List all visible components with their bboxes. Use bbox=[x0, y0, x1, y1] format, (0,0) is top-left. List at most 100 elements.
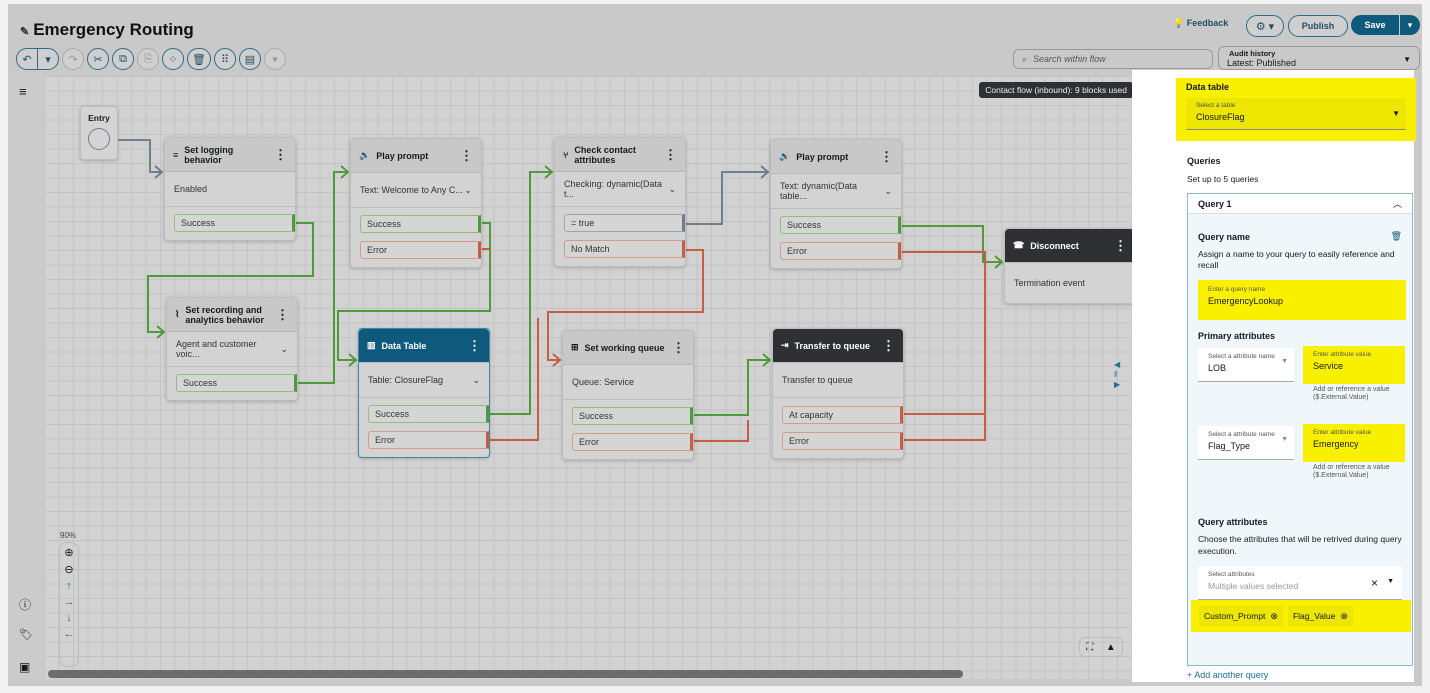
arrange-button[interactable]: ⁘ bbox=[162, 48, 184, 70]
redo-button[interactable]: ↷ bbox=[62, 48, 84, 70]
error-connector[interactable] bbox=[547, 249, 704, 361]
remove-token-icon[interactable]: ⊗ bbox=[1340, 610, 1348, 621]
success-connector[interactable] bbox=[147, 222, 314, 333]
block-header[interactable]: ⌇Set recording and analytics behavior⋮ bbox=[167, 298, 297, 332]
error-connector[interactable] bbox=[694, 420, 749, 442]
branch-error[interactable]: Error bbox=[360, 241, 481, 259]
pan-up-icon[interactable]: ↑ bbox=[66, 580, 72, 592]
select-attributes-multiselect[interactable]: Select attributes Multiple values select… bbox=[1198, 566, 1402, 600]
block-body[interactable]: Text: Welcome to Any C...⌄ bbox=[351, 173, 481, 208]
menu-icon[interactable]: ≡ bbox=[19, 84, 27, 99]
block-body[interactable]: Text: dynamic(Data table...⌄ bbox=[771, 174, 901, 209]
pan-down-icon[interactable]: ↓ bbox=[66, 612, 72, 624]
branch-error[interactable]: Error bbox=[780, 242, 901, 260]
remove-token-icon[interactable]: ⊗ bbox=[1270, 610, 1278, 621]
success-connector[interactable] bbox=[337, 222, 491, 361]
kebab-menu-icon[interactable]: ⋮ bbox=[664, 146, 677, 162]
select-all-button[interactable]: ⠿ bbox=[213, 48, 236, 70]
collapse-up-icon[interactable]: ▲ bbox=[1105, 641, 1116, 653]
settings-button[interactable]: ⚙ ▾ bbox=[1246, 15, 1284, 37]
branch-at-capacity[interactable]: At capacity bbox=[782, 406, 903, 424]
branch-error[interactable]: Error bbox=[368, 431, 489, 449]
set-recording-and-analytics-behavior-block[interactable]: ⌇Set recording and analytics behavior⋮Ag… bbox=[166, 297, 298, 401]
error-connector[interactable] bbox=[904, 414, 986, 441]
branch-success[interactable]: Success bbox=[572, 407, 693, 425]
save-dropdown[interactable]: ▾ bbox=[1400, 15, 1420, 35]
chevron-down-icon[interactable]: ⌄ bbox=[280, 343, 288, 354]
branch-success[interactable]: Success bbox=[176, 374, 297, 392]
branch-true[interactable]: = true bbox=[564, 214, 685, 232]
kebab-menu-icon[interactable]: ⋮ bbox=[276, 306, 289, 322]
block-body[interactable]: Queue: Service bbox=[563, 365, 693, 400]
kebab-menu-icon[interactable]: ⋮ bbox=[460, 147, 473, 163]
query-1-header[interactable]: Query 1︿ bbox=[1188, 194, 1412, 214]
kebab-menu-icon[interactable]: ⋮ bbox=[468, 337, 481, 353]
block-header[interactable]: ⊞Set working queue⋮ bbox=[563, 331, 693, 365]
kebab-menu-icon[interactable]: ⋮ bbox=[882, 337, 895, 353]
horizontal-scrollbar[interactable] bbox=[48, 670, 963, 678]
success-connector[interactable] bbox=[298, 171, 348, 384]
fit-screen-icon[interactable]: ⛶ bbox=[1086, 641, 1094, 653]
chevron-down-icon[interactable]: ⌄ bbox=[472, 374, 480, 385]
kebab-menu-icon[interactable]: ⋮ bbox=[672, 339, 685, 355]
undo-dropdown[interactable]: ▾ bbox=[37, 48, 59, 70]
paste-button[interactable]: ⎘ bbox=[137, 48, 159, 70]
chevron-down-icon[interactable]: ⌄ bbox=[668, 183, 676, 194]
block-header[interactable]: ▥Data Table⋮ bbox=[359, 329, 489, 363]
block-body[interactable]: Enabled bbox=[165, 172, 295, 207]
search-input[interactable]: ⌕Search within flow bbox=[1013, 49, 1213, 69]
neutral-connector[interactable] bbox=[686, 171, 768, 225]
error-connector[interactable] bbox=[902, 251, 986, 262]
block-header[interactable]: ⑂Check contact attributes⋮ bbox=[555, 138, 685, 172]
minimap-icon[interactable]: ▣ bbox=[19, 660, 31, 674]
edit-pencil-icon[interactable]: ✎ bbox=[20, 26, 30, 38]
chevron-down-icon[interactable]: ⌄ bbox=[464, 184, 472, 195]
error-connector[interactable] bbox=[904, 262, 986, 415]
clear-icon[interactable]: × bbox=[1370, 576, 1378, 590]
neutral-connector[interactable] bbox=[118, 139, 162, 173]
block-header[interactable]: 🔊Play prompt⋮ bbox=[351, 139, 481, 173]
cut-button[interactable]: ✂ bbox=[87, 48, 109, 70]
block-body[interactable]: Termination event bbox=[1005, 263, 1135, 303]
block-body[interactable]: Table: ClosureFlag⌄ bbox=[359, 363, 489, 398]
feedback-link[interactable]: 💡 Feedback bbox=[1173, 18, 1228, 29]
tag-icon[interactable]: 🏷 bbox=[19, 629, 33, 641]
entry-block[interactable]: Entry bbox=[80, 106, 118, 160]
delete-button[interactable]: 🗑 bbox=[187, 48, 211, 70]
save-button[interactable]: Save bbox=[1351, 15, 1399, 35]
disconnect-block[interactable]: ☎Disconnect⋮Termination event bbox=[1004, 228, 1136, 304]
success-connector[interactable] bbox=[902, 225, 1002, 263]
branch-success[interactable]: Success bbox=[368, 405, 489, 423]
notes-button[interactable]: ▤ bbox=[238, 48, 261, 70]
panel-resize-handle[interactable]: ◀‖▶ bbox=[1114, 360, 1121, 389]
branch-error[interactable]: Error bbox=[572, 433, 693, 451]
zoom-out-icon[interactable]: ⊖ bbox=[64, 564, 74, 576]
zoom-in-icon[interactable]: ⊕ bbox=[64, 547, 74, 559]
kebab-menu-icon[interactable]: ⋮ bbox=[1114, 237, 1127, 253]
branch-success[interactable]: Success bbox=[780, 216, 901, 234]
chevron-down-icon[interactable]: ⌄ bbox=[884, 185, 892, 196]
block-header[interactable]: ☎Disconnect⋮ bbox=[1005, 229, 1135, 263]
play-prompt-block[interactable]: 🔊Play prompt⋮Text: dynamic(Data table...… bbox=[770, 139, 902, 269]
pan-left-icon[interactable]: ← bbox=[63, 628, 75, 640]
block-body[interactable]: Checking: dynamic(Data t...⌄ bbox=[555, 172, 685, 207]
info-icon[interactable]: ⓘ bbox=[19, 598, 32, 612]
play-prompt-block[interactable]: 🔊Play prompt⋮Text: Welcome to Any C...⌄ S… bbox=[350, 138, 482, 268]
pan-right-icon[interactable]: → bbox=[63, 596, 75, 608]
copy-button[interactable]: ⧉ bbox=[112, 48, 134, 70]
block-header[interactable]: ⇥Transfer to queue⋮ bbox=[773, 329, 903, 363]
branch-success[interactable]: Success bbox=[174, 214, 295, 232]
delete-query-icon[interactable]: 🗑 bbox=[1390, 231, 1402, 241]
success-connector[interactable] bbox=[694, 359, 770, 416]
kebab-menu-icon[interactable]: ⋮ bbox=[880, 148, 893, 164]
add-another-query-link[interactable]: + Add another query bbox=[1187, 670, 1269, 680]
branch-error[interactable]: Error bbox=[782, 432, 903, 450]
publish-button[interactable]: Publish bbox=[1288, 15, 1348, 37]
branch-success[interactable]: Success bbox=[360, 215, 481, 233]
